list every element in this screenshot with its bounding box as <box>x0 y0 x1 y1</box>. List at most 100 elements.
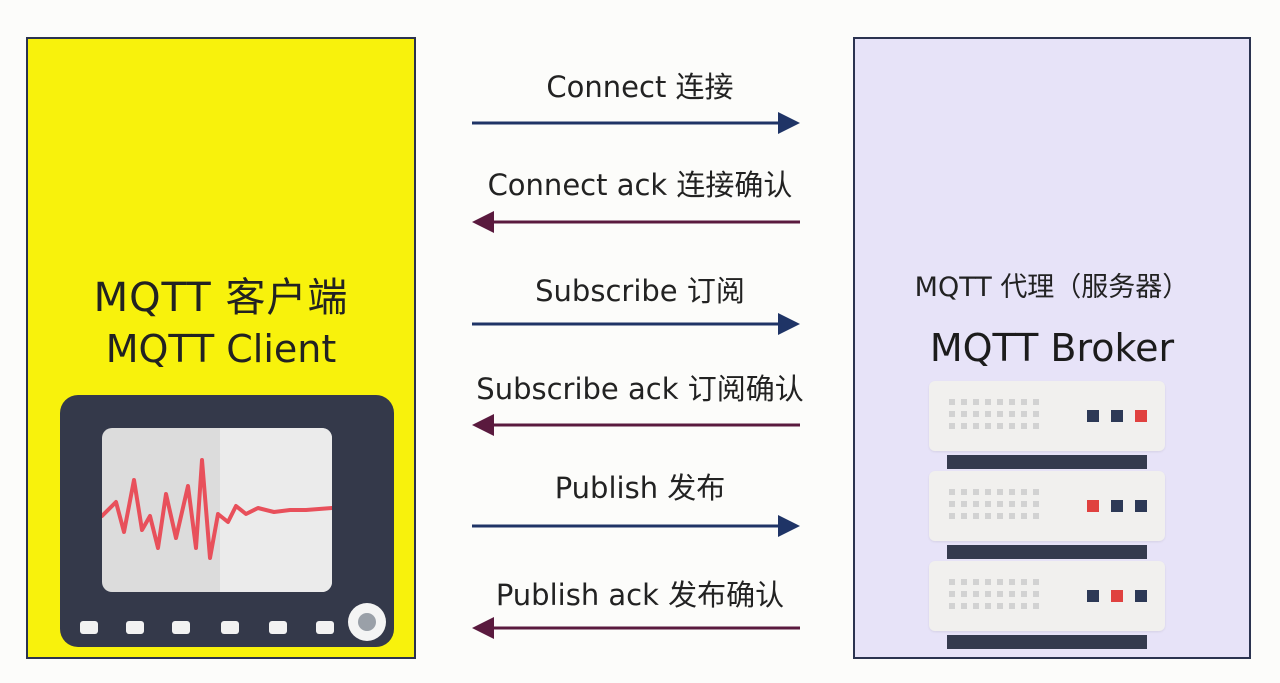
broker-panel: MQTT 代理（服务器） MQTT Broker <box>853 37 1251 659</box>
message-label-subscribe-ack: Subscribe ack 订阅确认 <box>476 372 804 406</box>
server-led <box>1135 410 1147 422</box>
server-vent <box>949 513 955 519</box>
server-vent <box>1033 423 1039 429</box>
server-vent <box>1009 501 1015 507</box>
server-vent <box>997 591 1003 597</box>
monitor-button <box>172 621 190 634</box>
server-vent <box>973 603 979 609</box>
server-vent <box>997 489 1003 495</box>
server-vent <box>973 399 979 405</box>
left-arrow-icon <box>472 617 800 639</box>
client-title-en: MQTT Client <box>105 327 337 371</box>
server-unit <box>929 381 1165 451</box>
server-vent <box>1021 591 1027 597</box>
server-vent <box>961 399 967 405</box>
server-vent <box>985 579 991 585</box>
server-slot <box>947 455 1147 469</box>
server-vent <box>1033 411 1039 417</box>
server-vent <box>1033 513 1039 519</box>
right-arrow-icon <box>472 313 800 335</box>
server-vent <box>1009 591 1015 597</box>
server-vent <box>985 411 991 417</box>
server-vent <box>1021 399 1027 405</box>
monitor-icon <box>60 395 394 647</box>
server-vent <box>985 399 991 405</box>
server-vent <box>961 411 967 417</box>
server-vent <box>1009 423 1015 429</box>
monitor-button <box>80 621 98 634</box>
server-vent <box>997 579 1003 585</box>
monitor-button <box>126 621 144 634</box>
server-vent <box>961 489 967 495</box>
client-panel: MQTT 客户端 MQTT Client <box>26 37 416 659</box>
server-vent <box>1033 591 1039 597</box>
server-vent <box>985 513 991 519</box>
server-led <box>1087 590 1099 602</box>
server-vent <box>973 489 979 495</box>
message-label-connect: Connect 连接 <box>546 70 734 104</box>
server-vent <box>1021 603 1027 609</box>
server-led <box>1111 410 1123 422</box>
server-vent <box>949 423 955 429</box>
monitor-screen <box>102 428 332 592</box>
left-arrow-icon <box>472 414 800 436</box>
server-led <box>1111 500 1123 512</box>
server-unit <box>929 471 1165 541</box>
server-vent <box>949 399 955 405</box>
monitor-knob-icon <box>348 603 386 641</box>
server-vent <box>973 579 979 585</box>
server-vent <box>1021 501 1027 507</box>
server-slot <box>947 635 1147 649</box>
server-unit <box>929 561 1165 631</box>
server-vent <box>961 579 967 585</box>
server-vent <box>1009 411 1015 417</box>
server-vent <box>1033 603 1039 609</box>
server-slot <box>947 545 1147 559</box>
server-vent <box>949 411 955 417</box>
server-vent <box>1009 603 1015 609</box>
server-vent <box>1021 489 1027 495</box>
message-label-publish: Publish 发布 <box>554 471 726 505</box>
server-led <box>1087 410 1099 422</box>
server-vent <box>949 501 955 507</box>
message-label-subscribe: Subscribe 订阅 <box>535 274 745 308</box>
server-vent <box>961 603 967 609</box>
server-vent <box>973 423 979 429</box>
server-vent <box>997 411 1003 417</box>
left-arrow-icon <box>472 211 800 233</box>
monitor-button <box>269 621 287 634</box>
server-vent <box>949 603 955 609</box>
server-vent <box>1009 579 1015 585</box>
server-vent <box>1021 579 1027 585</box>
server-vent <box>985 591 991 597</box>
server-vent <box>1009 399 1015 405</box>
server-vent <box>949 591 955 597</box>
server-vent <box>949 489 955 495</box>
server-vent <box>997 399 1003 405</box>
server-vent <box>1021 411 1027 417</box>
server-vent <box>961 513 967 519</box>
server-vent <box>997 501 1003 507</box>
server-vent <box>973 591 979 597</box>
server-vent <box>973 513 979 519</box>
server-vent <box>1009 513 1015 519</box>
server-led <box>1087 500 1099 512</box>
server-vent <box>997 513 1003 519</box>
server-vent <box>973 501 979 507</box>
server-vent <box>949 579 955 585</box>
server-vent <box>1033 579 1039 585</box>
server-vent <box>1033 399 1039 405</box>
broker-title-cn: MQTT 代理（服务器） <box>914 272 1190 303</box>
broker-title-en: MQTT Broker <box>929 326 1175 370</box>
waveform-icon <box>102 458 332 560</box>
monitor-button <box>221 621 239 634</box>
server-vent <box>961 423 967 429</box>
server-vent <box>985 603 991 609</box>
right-arrow-icon <box>472 112 800 134</box>
server-vent <box>1009 489 1015 495</box>
server-vent <box>997 603 1003 609</box>
server-led <box>1135 500 1147 512</box>
monitor-button <box>316 621 334 634</box>
